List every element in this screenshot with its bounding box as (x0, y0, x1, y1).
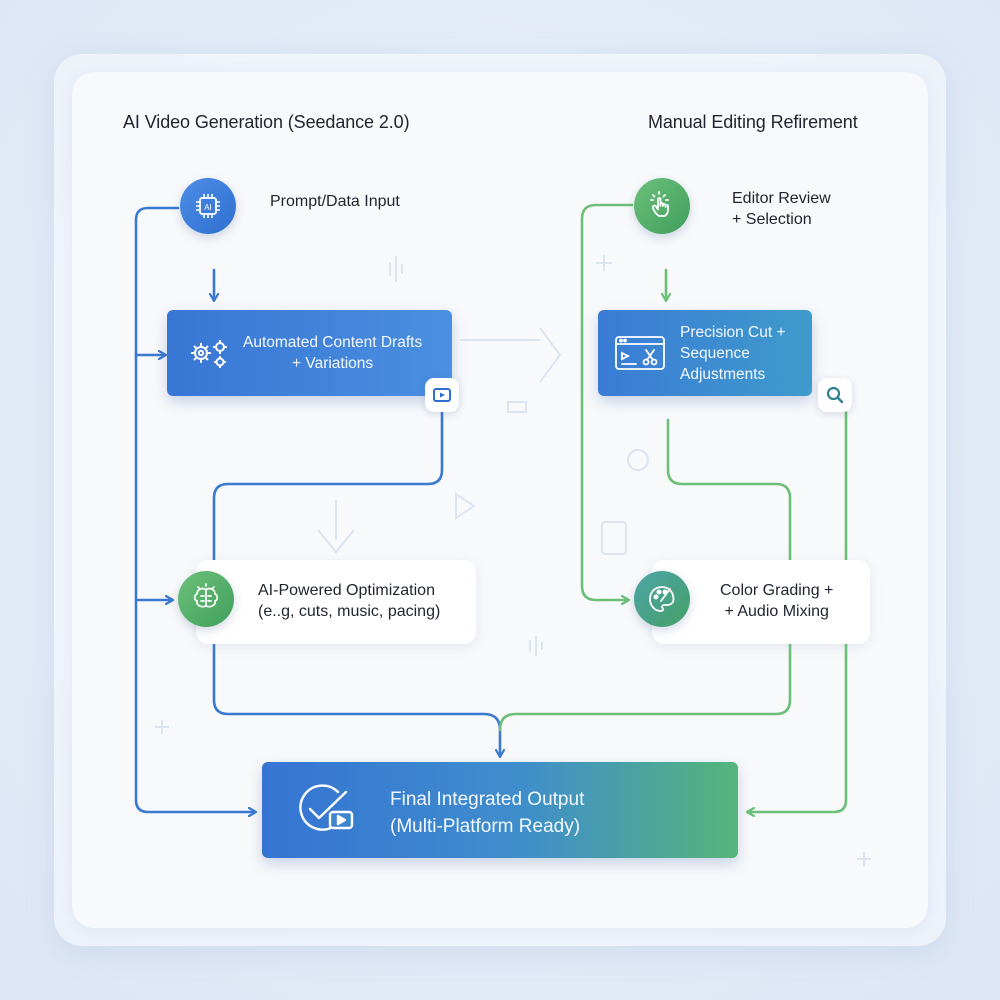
automated-drafts-label: Automated Content Drafts + Variations (243, 334, 423, 372)
svg-text:AI: AI (204, 203, 212, 212)
faint-circle (627, 449, 649, 471)
connector-grading-to-final (498, 638, 792, 732)
loop-arrow-to-final (134, 598, 255, 812)
left-column-title: AI Video Generation (Seedance 2.0) (123, 112, 410, 132)
right-column-title: Manual Editing Refirement (648, 112, 858, 132)
video-play-icon (425, 378, 459, 412)
prompt-data-input-label: Prompt/Data Input (270, 193, 400, 210)
check-play-icon (294, 782, 366, 838)
brain-icon (178, 571, 234, 627)
ai-optimization-label: AI-Powered Optimization (e..g, cuts, mus… (258, 582, 441, 620)
ai-chip-icon: AI (180, 178, 236, 234)
final-output-box (262, 762, 738, 858)
faint-arrow-right (460, 327, 562, 383)
faint-document (601, 521, 627, 555)
editor-scissors-icon (614, 333, 668, 373)
faint-video-shape (507, 401, 527, 413)
precision-cut-label: Precision Cut + Sequence Adjustments (680, 323, 786, 383)
faint-audio-bars-2 (529, 636, 543, 656)
gears-icon (187, 335, 231, 371)
tap-hand-icon (634, 178, 690, 234)
palette-icon (634, 571, 690, 627)
connector-drafts-to-optimization (212, 410, 444, 567)
connector-precision-to-grading (666, 418, 792, 570)
final-output-label: Final Integrated Output (Multi-Platform … (390, 789, 585, 837)
faint-plus-marks (155, 255, 871, 866)
faint-arrow-down (317, 500, 355, 554)
automated-drafts-box: Automated Content Drafts + Variations (167, 310, 452, 396)
connector-optimization-to-final (212, 634, 500, 756)
loop-arrow-to-drafts (134, 206, 180, 355)
magnifier-icon (818, 378, 852, 412)
precision-cut-box: Precision Cut + Sequence Adjustments (598, 310, 812, 396)
faint-audio-bars (389, 256, 403, 282)
color-grading-label: Color Grading + + Audio Mixing (720, 582, 834, 620)
editor-review-label: Editor Review + Selection (732, 190, 831, 228)
loop-arrow-to-grading (580, 203, 634, 600)
faint-play-shape (455, 492, 476, 520)
loop-arrow-to-final-right (748, 410, 848, 812)
optimization-card (196, 560, 476, 644)
